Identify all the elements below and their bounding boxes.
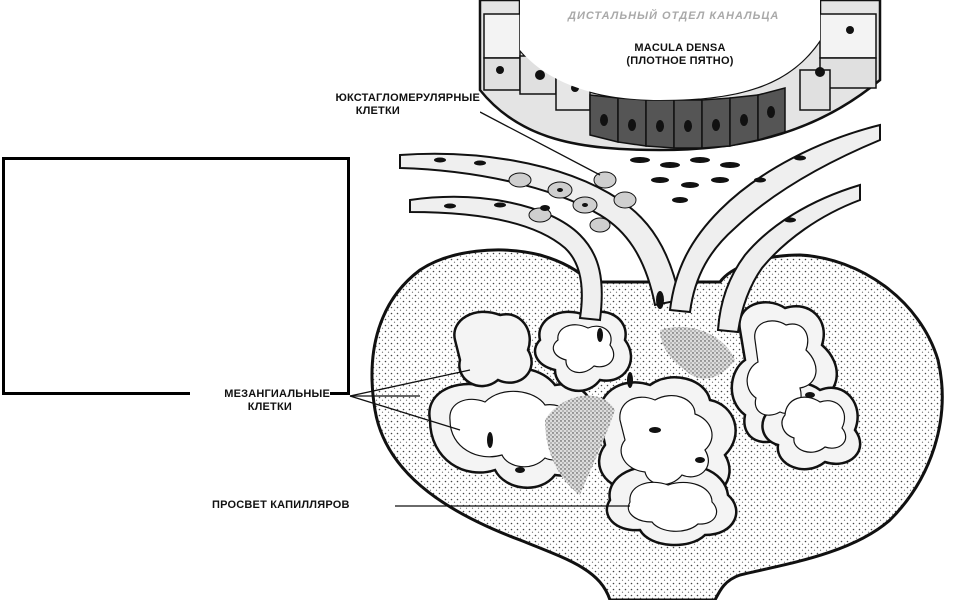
mesangium (545, 326, 735, 495)
lacis-cells (630, 157, 740, 203)
cell-nuclei (434, 155, 815, 473)
macula-densa-label: MACULA DENSA (ПЛОТНОЕ ПЯТНО) (610, 42, 750, 68)
mesangial-label-line1: МЕЗАНГИАЛЬНЫЕ (224, 388, 330, 400)
capillary-lumen-label: ПРОСВЕТ КАПИЛЛЯРОВ (212, 499, 350, 512)
mesangial-label-line2: КЛЕТКИ (247, 401, 292, 413)
macula-densa-label-line1: MACULA DENSA (634, 42, 726, 54)
leader-lines (349, 111, 630, 507)
blank-overlay-box (2, 157, 350, 395)
juxtaglomerular-label-line1: ЮКСТАГЛОМЕРУЛЯРНЫЕ (335, 92, 480, 104)
macula-densa-nuclei (496, 26, 854, 132)
arteriole-bundles (399, 123, 881, 334)
juxtaglomerular-cells-label: ЮКСТАГЛОМЕРУЛЯРНЫЕ КЛЕТКИ (280, 92, 480, 118)
arteriole-cells (508, 171, 637, 233)
mesangial-cells-label: МЕЗАНГИАЛЬНЫЕ КЛЕТКИ (190, 388, 330, 414)
juxtaglomerular-label-line2: КЛЕТКИ (355, 105, 400, 117)
capillary-lumens (449, 320, 847, 532)
macula-densa-label-line2: (ПЛОТНОЕ ПЯТНО) (626, 55, 734, 67)
tubule-title-label: ДИСТАЛЬНЫЙ ОТДЕЛ КАНАЛЬЦА (568, 10, 780, 22)
